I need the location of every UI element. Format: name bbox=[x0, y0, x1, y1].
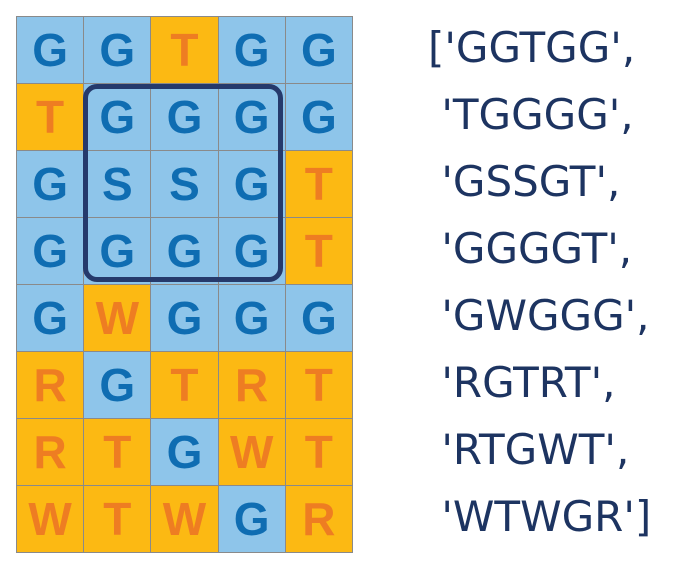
grid-cell-r7-c1: R bbox=[17, 419, 85, 486]
grid-cell-r2-c5: G bbox=[285, 84, 353, 151]
list-line-1: ['GGTGG', bbox=[428, 23, 636, 72]
grid-cell-r3-c2: S bbox=[84, 151, 152, 218]
list-line-4: 'GGGGT', bbox=[428, 224, 633, 273]
list-line-2: 'TGGGG', bbox=[428, 90, 634, 139]
grid-cell-r4-c5: T bbox=[285, 218, 353, 285]
grid-cell-r2-c4: G bbox=[218, 84, 286, 151]
grid-cell-r7-c4: W bbox=[218, 419, 286, 486]
grid-cell-r5-c2: W bbox=[84, 285, 152, 352]
grid-cell-r8-c4: G bbox=[218, 486, 286, 553]
grid-cell-r4-c3: G bbox=[151, 218, 219, 285]
grid-cell-r3-c1: G bbox=[17, 151, 85, 218]
grid-cell-r1-c3: T bbox=[151, 17, 219, 84]
grid-cell-r6-c4: R bbox=[218, 352, 286, 419]
grid-cell-r7-c3: G bbox=[151, 419, 219, 486]
grid-cell-r2-c3: G bbox=[151, 84, 219, 151]
grid-cell-r6-c5: T bbox=[285, 352, 353, 419]
grid-cell-r6-c1: R bbox=[17, 352, 85, 419]
list-line-3: 'GSSGT', bbox=[428, 157, 621, 206]
string-list: ['GGTGG', 'TGGGG', 'GSSGT', 'GGGGT', 'GW… bbox=[428, 14, 690, 550]
grid-cell-r8-c2: T bbox=[84, 486, 152, 553]
list-line-6: 'RGTRT', bbox=[428, 358, 616, 407]
grid-cell-r3-c4: G bbox=[218, 151, 286, 218]
grid-cell-r2-c2: G bbox=[84, 84, 152, 151]
grid-cell-r1-c4: G bbox=[218, 17, 286, 84]
grid-cell-r8-c3: W bbox=[151, 486, 219, 553]
grid-cell-r8-c1: W bbox=[17, 486, 85, 553]
list-line-5: 'GWGGG', bbox=[428, 291, 650, 340]
grid-cell-r1-c5: G bbox=[285, 17, 353, 84]
grid-cell-r4-c4: G bbox=[218, 218, 286, 285]
grid-cell-r1-c2: G bbox=[84, 17, 152, 84]
grid-cell-r8-c5: R bbox=[285, 486, 353, 553]
grid-cell-r4-c1: G bbox=[17, 218, 85, 285]
grid-cell-r1-c1: G bbox=[17, 17, 85, 84]
grid-cell-r2-c1: T bbox=[17, 84, 85, 151]
grid-cell-r5-c5: G bbox=[285, 285, 353, 352]
grid-cell-r5-c3: G bbox=[151, 285, 219, 352]
grid-cell-r3-c5: T bbox=[285, 151, 353, 218]
grid-cell-r5-c4: G bbox=[218, 285, 286, 352]
grid-cell-r7-c5: T bbox=[285, 419, 353, 486]
grid-cell-r3-c3: S bbox=[151, 151, 219, 218]
grid-cell-r6-c3: T bbox=[151, 352, 219, 419]
grid-cell-r7-c2: T bbox=[84, 419, 152, 486]
list-line-7: 'RTGWT', bbox=[428, 425, 630, 474]
grid-cell-r4-c2: G bbox=[84, 218, 152, 285]
grid-cell-r6-c2: G bbox=[84, 352, 152, 419]
grid-cell-r5-c1: G bbox=[17, 285, 85, 352]
list-line-8: 'WTWGR'] bbox=[428, 492, 652, 541]
